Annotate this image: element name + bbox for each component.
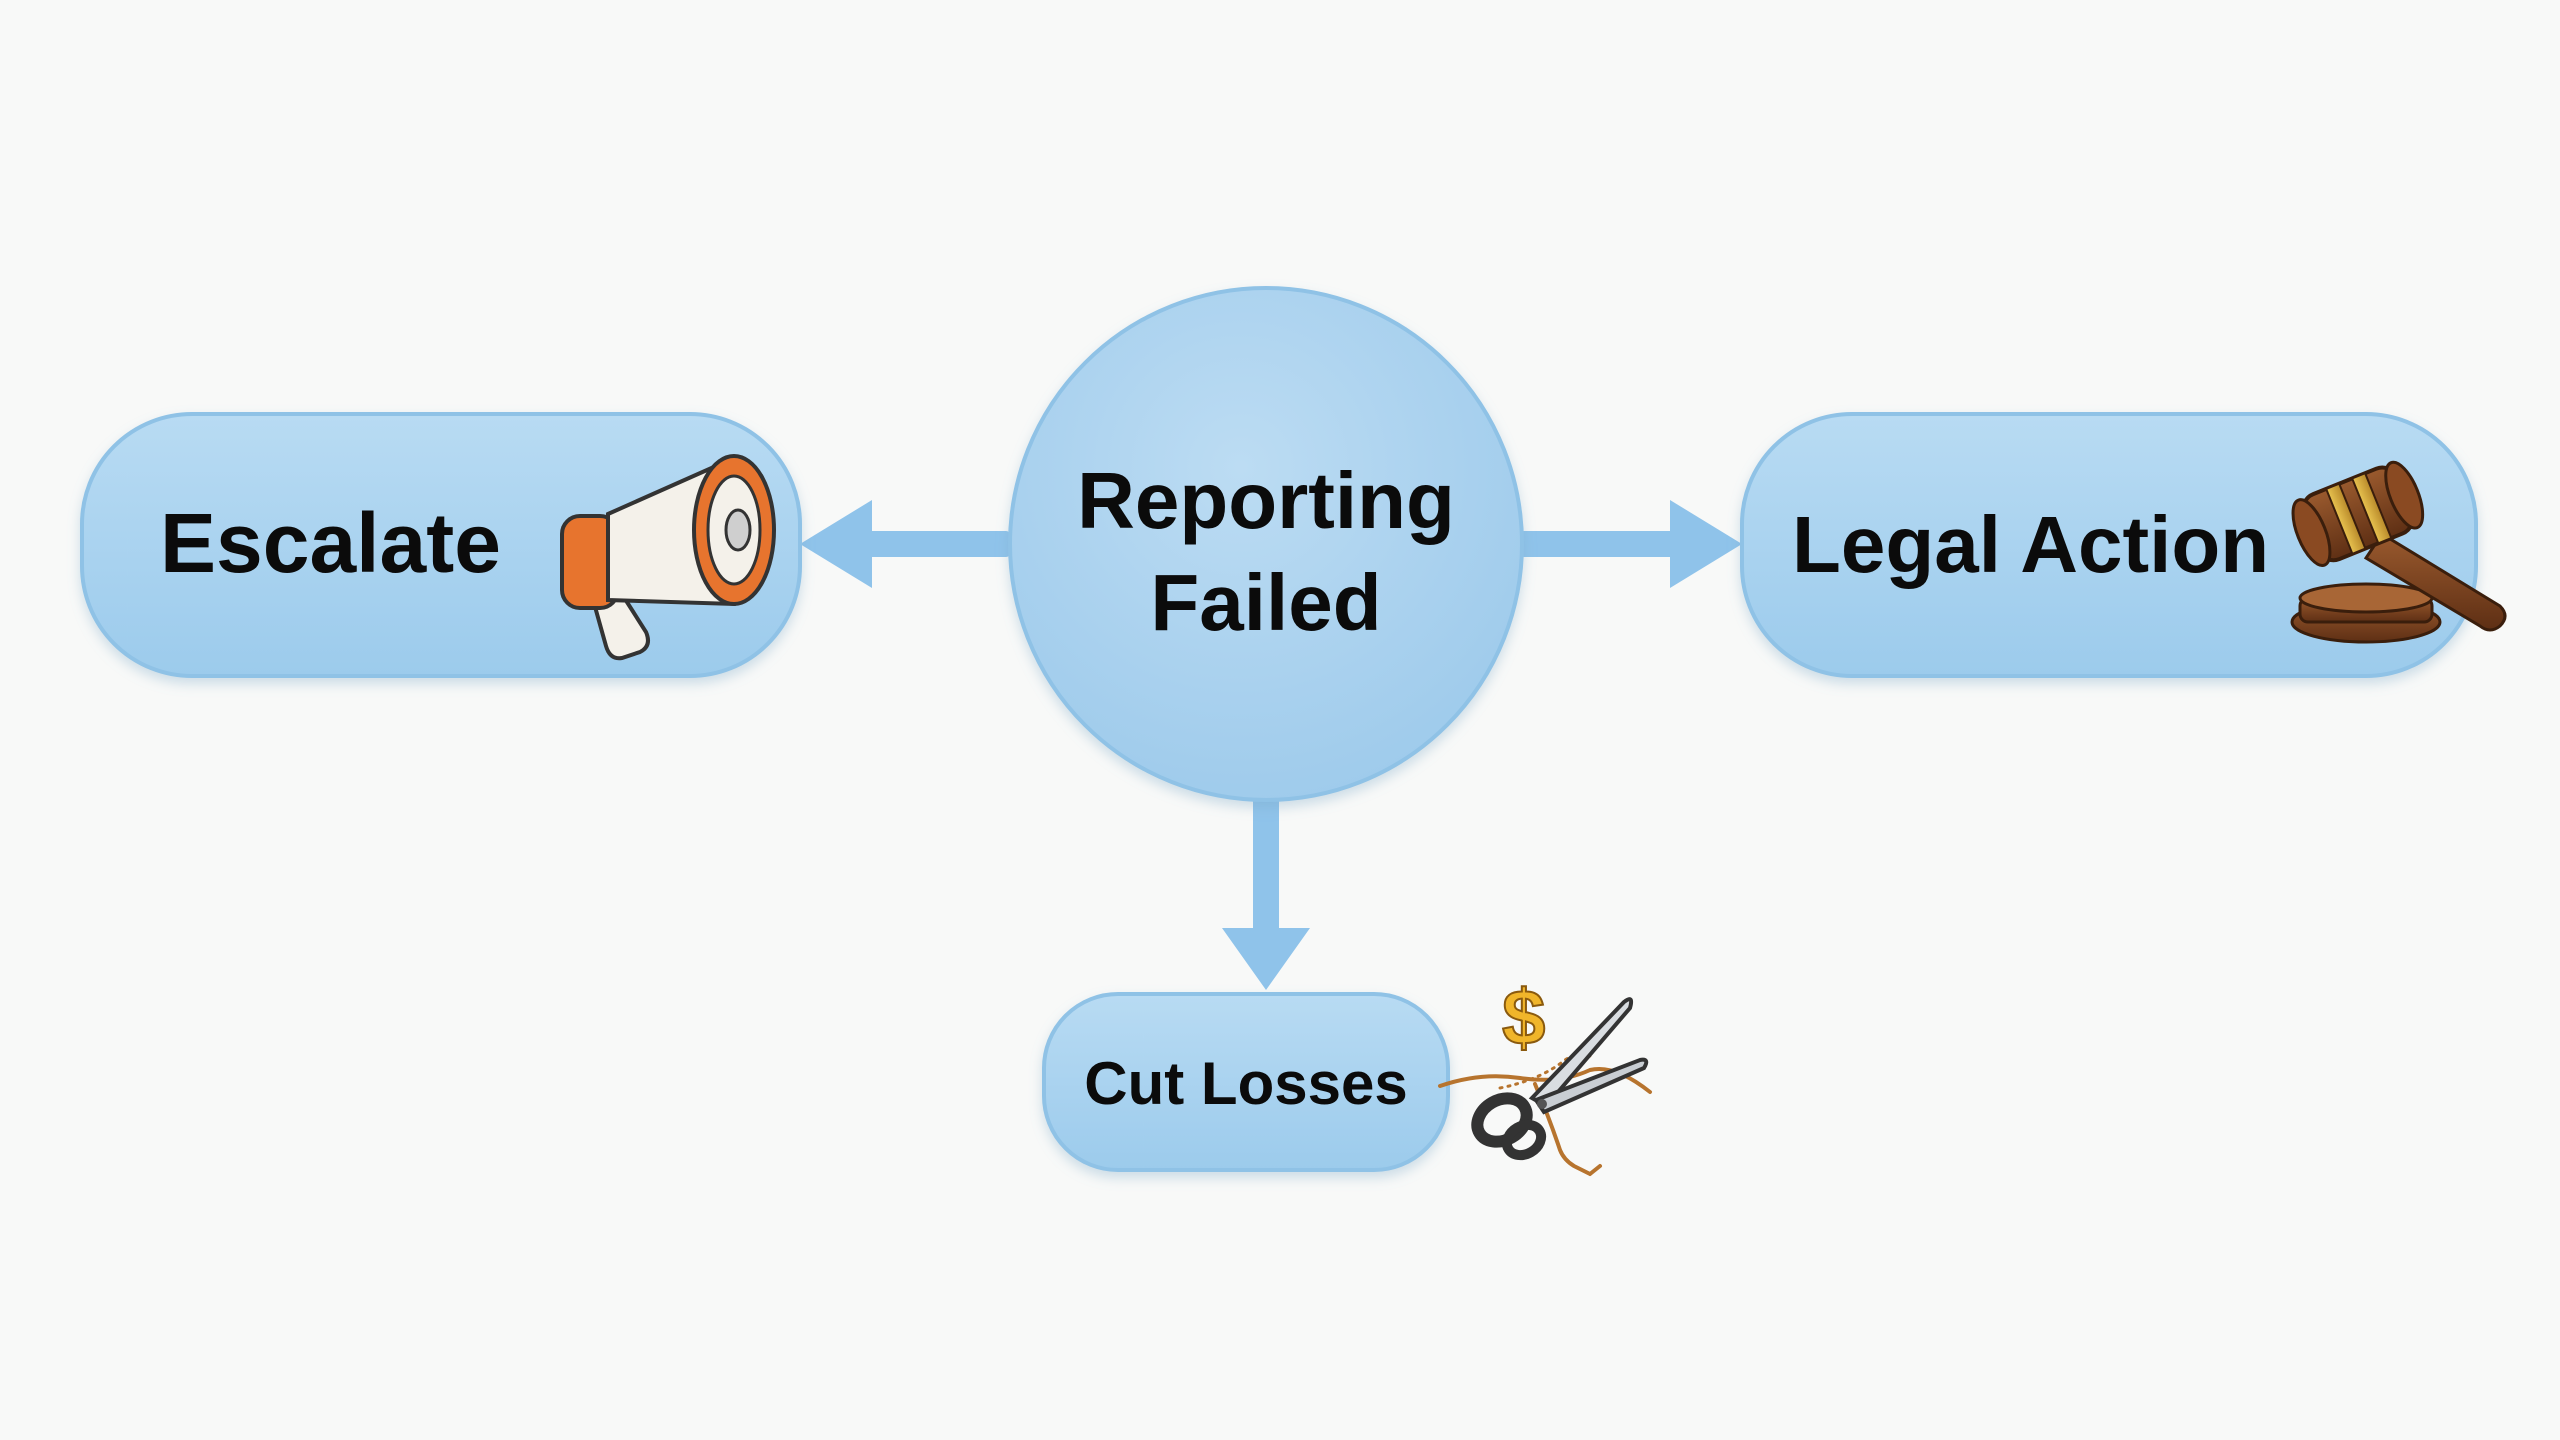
node-reporting-failed-line1: Reporting [1077, 456, 1455, 545]
node-escalate-label: Escalate [160, 496, 501, 590]
node-reporting-failed: Reporting Failed [1008, 286, 1524, 802]
node-reporting-failed-line2: Failed [1150, 558, 1381, 647]
arrow-to-escalate [800, 500, 1010, 588]
arrow-to-cut-losses [1222, 790, 1310, 990]
dollar-symbol: $ [1502, 973, 1545, 1061]
node-legal-action: Legal Action [1740, 412, 2507, 678]
gavel-icon [2290, 460, 2507, 644]
arrow-to-legal-action [1520, 500, 1742, 588]
node-legal-action-label: Legal Action [1792, 500, 2269, 589]
node-escalate: Escalate [80, 412, 802, 678]
scissors-cutting-money-string-icon: $ [1438, 972, 1652, 1176]
node-cut-losses: Cut Losses $ [1042, 972, 1652, 1176]
node-cut-losses-label: Cut Losses [1084, 1050, 1407, 1117]
megaphone-icon [560, 454, 776, 661]
